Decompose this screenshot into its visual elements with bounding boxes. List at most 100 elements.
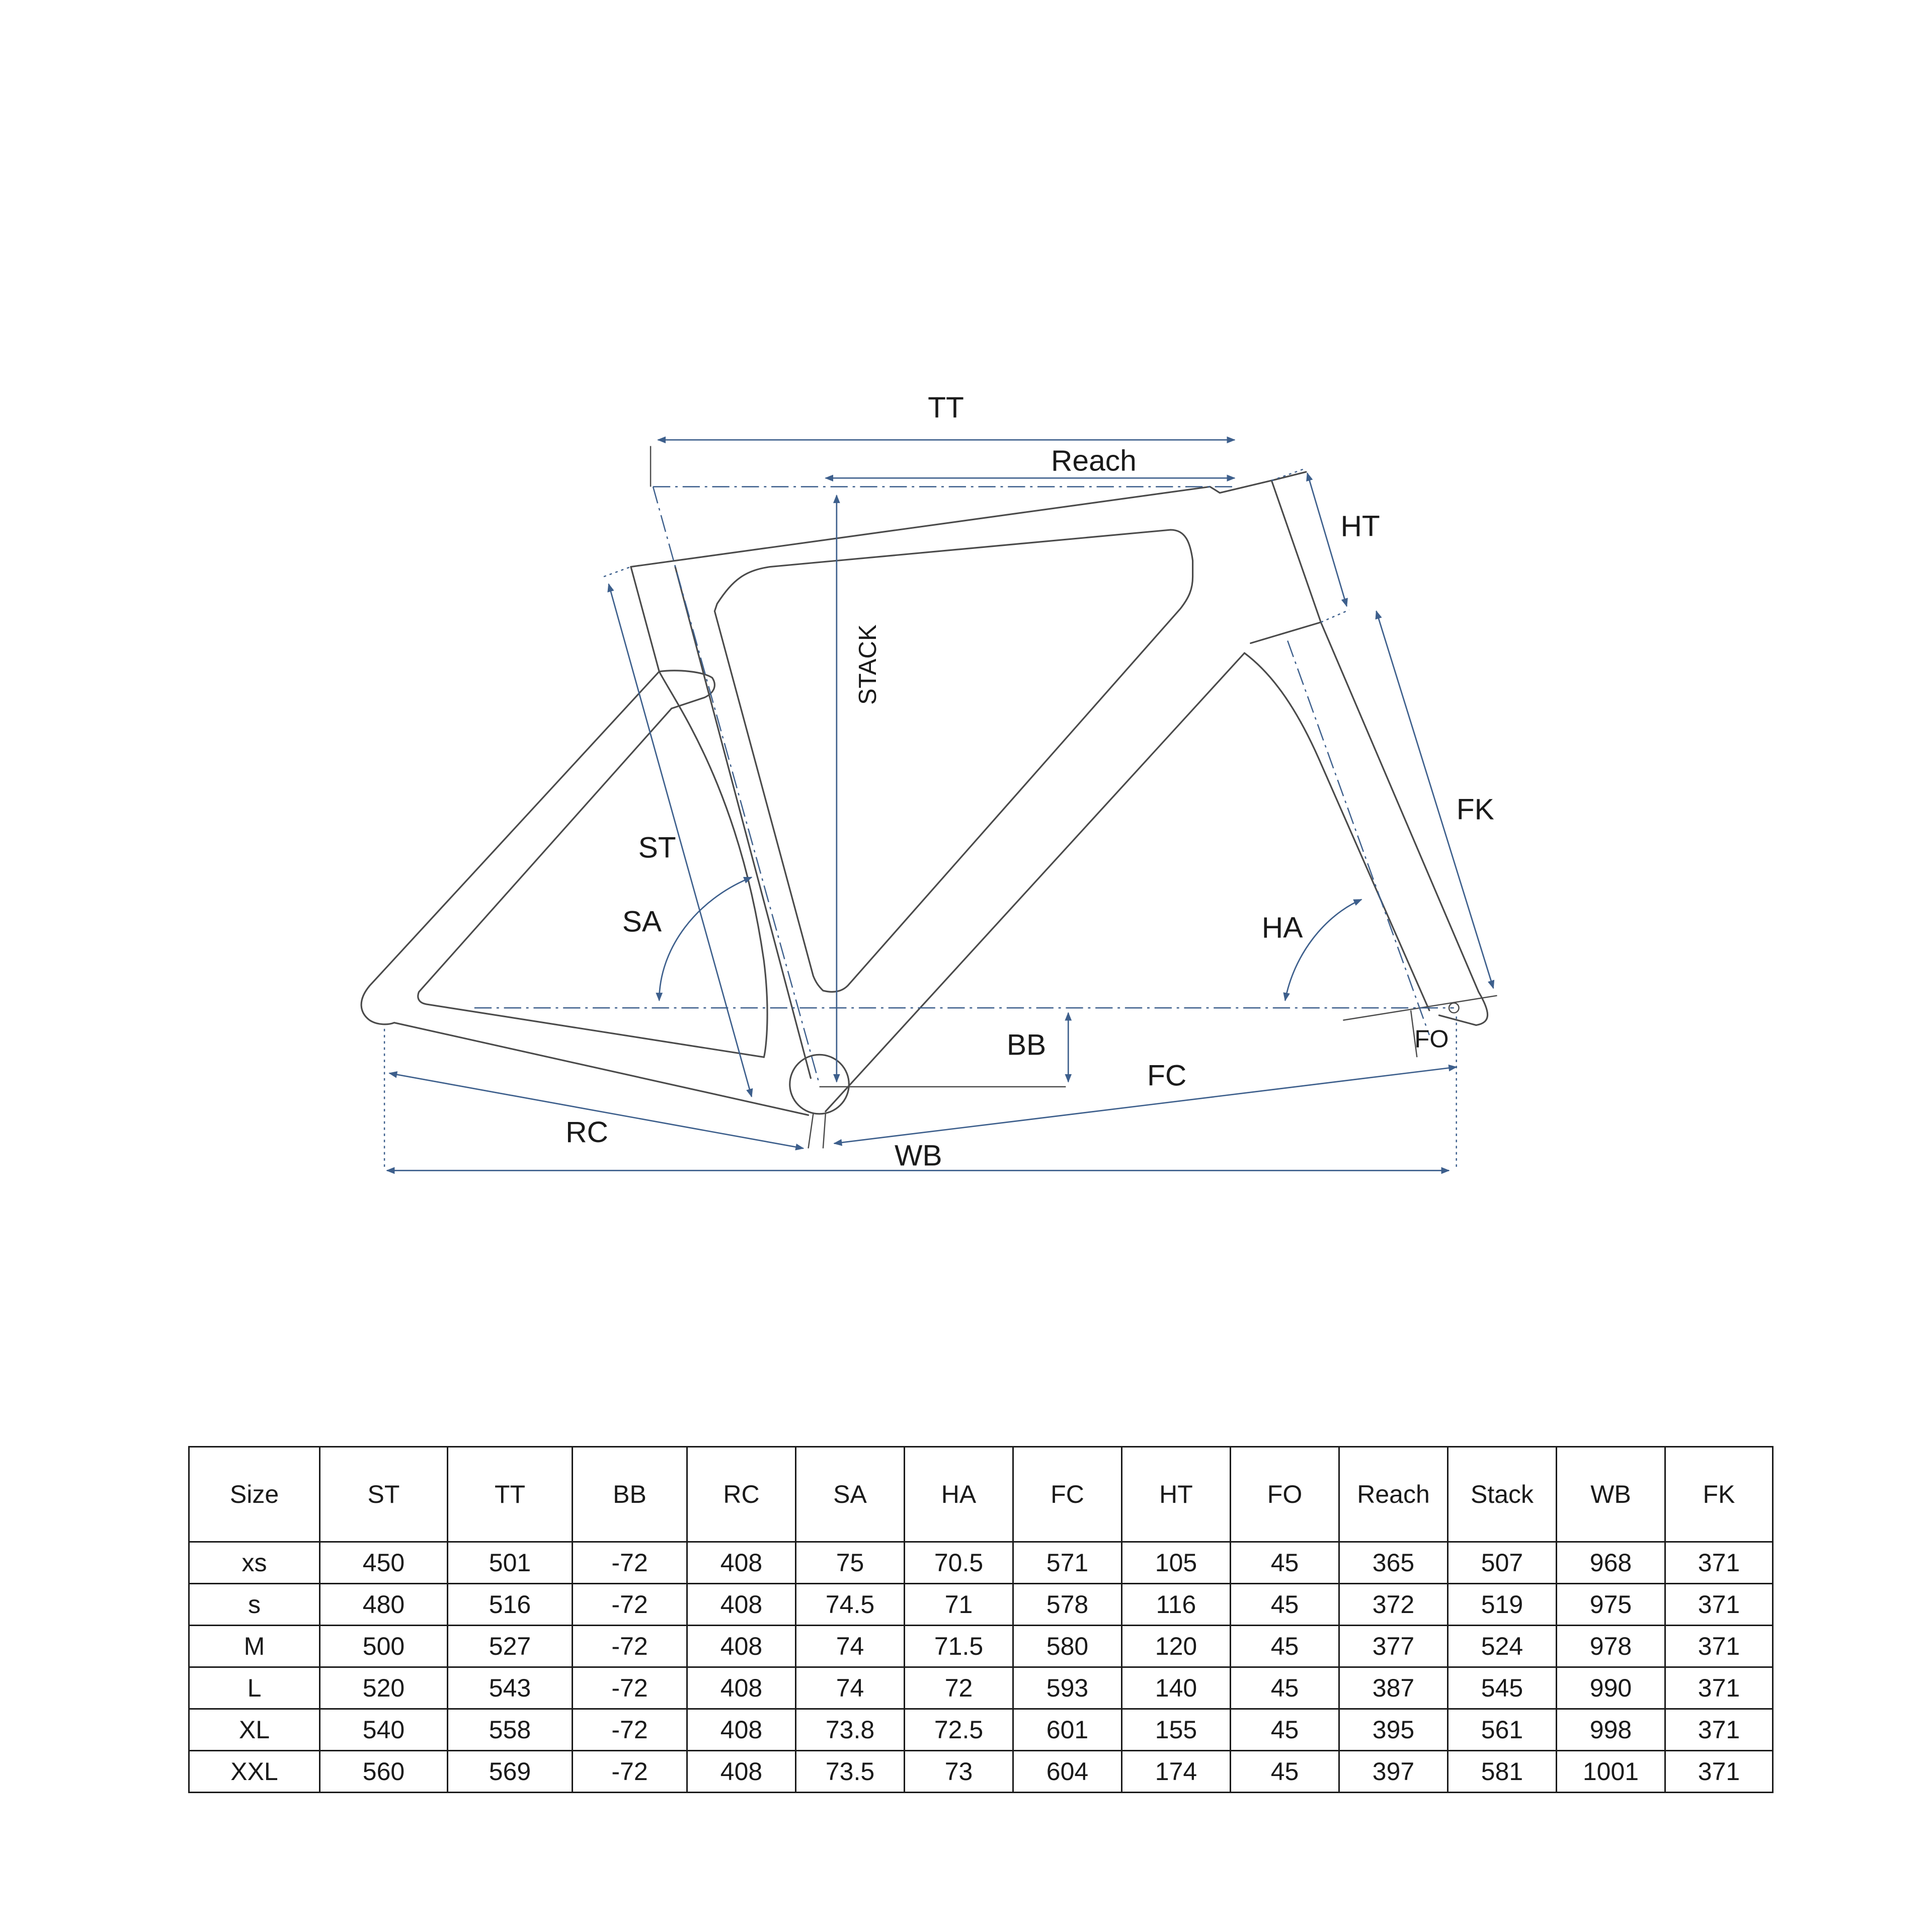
- ht-arrow: [1306, 472, 1348, 607]
- table-cell: 72.5: [904, 1708, 1014, 1751]
- table-cell: 569: [447, 1750, 573, 1793]
- size-cell: XL: [188, 1708, 320, 1751]
- table-cell: -72: [572, 1625, 688, 1668]
- label-fc: FC: [1147, 1060, 1186, 1092]
- table-cell: 558: [447, 1708, 573, 1751]
- label-fk: FK: [1457, 793, 1494, 826]
- head-tube-rear: [1250, 621, 1322, 644]
- size-cell: xs: [188, 1541, 320, 1584]
- table-cell: 998: [1556, 1708, 1666, 1751]
- ht-bottom-extension: [1320, 609, 1350, 623]
- column-header-rc: RC: [686, 1446, 796, 1543]
- table-cell: 371: [1664, 1750, 1774, 1793]
- rc-arrow: [388, 1071, 804, 1151]
- front-triangle-cutout: [713, 529, 1194, 993]
- table-cell: 408: [686, 1583, 796, 1626]
- st-arrow: [607, 583, 753, 1098]
- seatstay-junction: [658, 670, 715, 709]
- table-cell: 519: [1447, 1583, 1557, 1626]
- column-header-wb: WB: [1556, 1446, 1666, 1543]
- table-cell: 990: [1556, 1666, 1666, 1710]
- column-header-fo: FO: [1230, 1446, 1340, 1543]
- table-cell: 571: [1012, 1541, 1122, 1584]
- label-reach: Reach: [1051, 445, 1137, 477]
- table-cell: 975: [1556, 1583, 1666, 1626]
- top-tube-top-edge: [630, 471, 1307, 568]
- table-cell: 155: [1121, 1708, 1231, 1751]
- table-cell: 75: [795, 1541, 905, 1584]
- reference-lines: [383, 446, 1457, 1168]
- table-cell: 561: [1447, 1708, 1557, 1751]
- table-cell: 45: [1230, 1541, 1340, 1584]
- table-cell: 74.5: [795, 1583, 905, 1626]
- table-cell: 72: [904, 1666, 1014, 1710]
- table-cell: 408: [686, 1708, 796, 1751]
- table-cell: 45: [1230, 1625, 1340, 1668]
- column-header-ha: HA: [904, 1446, 1014, 1543]
- fork-rear-blade: [1243, 652, 1430, 1011]
- table-cell: -72: [572, 1750, 688, 1793]
- label-ht: HT: [1340, 510, 1380, 542]
- table-cell: 408: [686, 1541, 796, 1584]
- down-tube-bottom: [825, 652, 1246, 1112]
- table-cell: 70.5: [904, 1541, 1014, 1584]
- table-cell: 524: [1447, 1625, 1557, 1668]
- dimension-arrows: [386, 436, 1495, 1174]
- column-header-reach: Reach: [1338, 1446, 1448, 1543]
- table-cell: 45: [1230, 1750, 1340, 1793]
- column-header-bb: BB: [572, 1446, 688, 1543]
- table-cell: 174: [1121, 1750, 1231, 1793]
- table-cell: 120: [1121, 1625, 1231, 1668]
- table-cell: 45: [1230, 1708, 1340, 1751]
- table-cell: 73.5: [795, 1750, 905, 1793]
- bottom-bracket-shell: [789, 1054, 850, 1115]
- label-fo: FO: [1414, 1026, 1448, 1053]
- label-wb: WB: [895, 1140, 942, 1172]
- column-header-sa: SA: [795, 1446, 905, 1543]
- steering-axis: [1287, 640, 1430, 1035]
- table-cell: 968: [1556, 1541, 1666, 1584]
- label-ha: HA: [1262, 912, 1303, 944]
- table-cell: 140: [1121, 1666, 1231, 1710]
- table-cell: 516: [447, 1583, 573, 1626]
- head-tube-front: [1270, 479, 1322, 623]
- label-tt: TT: [928, 391, 964, 424]
- seat-tube-front: [674, 566, 812, 1079]
- size-cell: s: [188, 1583, 320, 1626]
- table-cell: 978: [1556, 1625, 1666, 1668]
- label-st: ST: [638, 831, 676, 864]
- bottom-bracket-stub: [808, 1113, 827, 1149]
- table-cell: -72: [572, 1666, 688, 1710]
- table-cell: 527: [447, 1625, 573, 1668]
- table-cell: 45: [1230, 1583, 1340, 1626]
- table-cell: 408: [686, 1750, 796, 1793]
- seat-stay-outer: [360, 671, 810, 1116]
- table-cell: 372: [1338, 1583, 1448, 1626]
- seat-tube-axis: [652, 487, 820, 1085]
- table-cell: 540: [319, 1708, 448, 1751]
- column-header-stack: Stack: [1447, 1446, 1557, 1543]
- table-cell: 387: [1338, 1666, 1448, 1710]
- table-cell: 105: [1121, 1541, 1231, 1584]
- table-cell: 73.8: [795, 1708, 905, 1751]
- table-cell: -72: [572, 1541, 688, 1584]
- table-cell: 560: [319, 1750, 448, 1793]
- table-cell: 371: [1664, 1708, 1774, 1751]
- ha-arc: [1283, 899, 1362, 1002]
- table-cell: 480: [319, 1583, 448, 1626]
- column-header-fk: FK: [1664, 1446, 1774, 1543]
- table-cell: 601: [1012, 1708, 1122, 1751]
- label-rc: RC: [566, 1116, 608, 1149]
- table-cell: 371: [1664, 1666, 1774, 1710]
- table-cell: 371: [1664, 1541, 1774, 1584]
- label-sa: SA: [622, 905, 662, 938]
- label-stack: STACK: [854, 624, 881, 705]
